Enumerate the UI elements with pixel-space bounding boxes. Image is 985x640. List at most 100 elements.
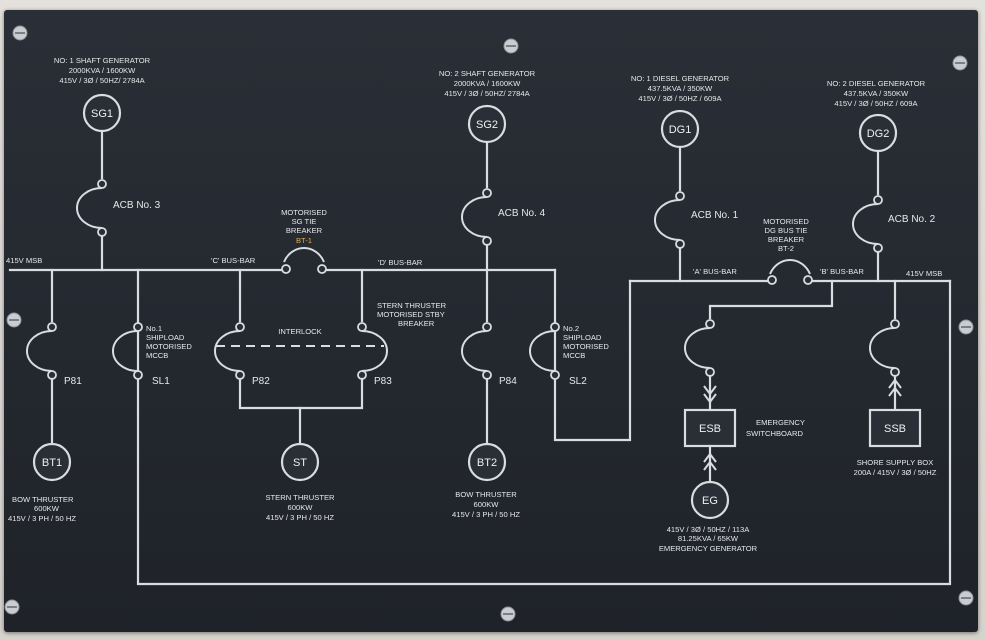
stern-stby-line1: STERN THRUSTER (377, 301, 447, 310)
chevron-down-icon (703, 393, 717, 404)
bt1-motor-symbol (32, 442, 72, 482)
bt2-tie-breaker-symbol (767, 259, 813, 285)
bt2-desc-line3: 415V / 3 PH / 50 HZ (452, 510, 520, 519)
st-motor-symbol (280, 442, 320, 482)
dg1-rating: 437.5KVA / 350KW (648, 84, 713, 93)
bt1-breaker-tag: BT-1 (296, 236, 312, 245)
bt1-desc-line1: BOW THRUSTER (12, 495, 74, 504)
screw-icon (503, 38, 519, 54)
esb-branch (683, 279, 834, 520)
bt2-motor-symbol (467, 442, 507, 482)
stern-thruster-branch (214, 268, 388, 482)
acb-no1-label: ACB No. 1 (691, 210, 739, 221)
dg1-supply: 415V / 3Ø / 50HZ / 609A (638, 94, 722, 103)
bus-bars (8, 268, 952, 586)
dg1-branch (654, 109, 700, 283)
sg1-supply: 415V / 3Ø / 50HZ/ 2784A (59, 76, 145, 85)
p83-label: P83 (374, 376, 392, 387)
sl1-desc-line1: No.1 (146, 324, 162, 333)
sl2-label: SL2 (569, 376, 587, 387)
msb-left-label: 415V MSB (6, 256, 42, 265)
eg-desc-line2: 81.25KVA / 65KW (678, 534, 739, 543)
msb-right-label: 415V MSB (906, 269, 942, 278)
dg1-title: NO: 1 DIESEL GENERATOR (631, 74, 730, 83)
sl1-desc-line4: MCCB (146, 351, 168, 360)
bt2-breaker-tag: BT-2 (778, 244, 794, 253)
bt1-breaker-line3: BREAKER (286, 226, 323, 235)
sl1-desc-line2: SHIPLOAD (146, 333, 185, 342)
esb-desc-line2: SWITCHBOARD (746, 429, 803, 438)
p81-branch (26, 268, 72, 482)
sl2-desc-line3: MOTORISED (563, 342, 609, 351)
bt1-breaker-line2: SG TIE (292, 217, 317, 226)
acb-no3-label: ACB No. 3 (113, 200, 161, 211)
dg2-label: DG2 (867, 128, 890, 140)
bt2-desc-line1: BOW THRUSTER (455, 490, 517, 499)
screw-icon (12, 25, 28, 41)
chevron-up-icon (888, 386, 902, 397)
screw-icon (4, 599, 20, 615)
bus-bar-b-label: 'B' BUS-BAR (820, 267, 864, 276)
screw-icon (952, 55, 968, 71)
sl2-desc-line4: MCCB (563, 351, 585, 360)
bus-bar-c-label: 'C' BUS-BAR (211, 256, 256, 265)
sg2-title: NO: 2 SHAFT GENERATOR (439, 69, 536, 78)
sg2-supply: 415V / 3Ø / 50HZ/ 2784A (444, 89, 530, 98)
d-to-a-connection (553, 268, 632, 442)
sg1-generator-symbol (82, 93, 122, 133)
p81-label: P81 (64, 376, 82, 387)
chevron-up-icon (703, 452, 717, 463)
bt2-label: BT2 (477, 457, 497, 469)
dg2-generator-symbol (858, 113, 898, 153)
dg2-title: NO: 2 DIESEL GENERATOR (827, 79, 926, 88)
sg2-rating: 2000KVA / 1600KW (454, 79, 521, 88)
bt1-tie-breaker-symbol (281, 247, 327, 274)
sl1-breaker-symbol (112, 322, 143, 380)
chevron-down-icon (703, 385, 717, 396)
panel-screws (4, 25, 974, 622)
dg2-branch (852, 113, 898, 283)
sg1-title: NO: 1 SHAFT GENERATOR (54, 56, 151, 65)
sl2-desc-line2: SHIPLOAD (563, 333, 602, 342)
esb-desc-line1: EMERGENCY (756, 418, 805, 427)
screw-icon (958, 319, 974, 335)
ssb-desc-line2: 200A / 415V / 3Ø / 50HZ (854, 468, 937, 477)
sl1-label: SL1 (152, 376, 170, 387)
screw-icon (958, 590, 974, 606)
ssb-desc-line1: SHORE SUPPLY BOX (857, 458, 934, 467)
p84-label: P84 (499, 376, 517, 387)
bt2-breaker-line1: MOTORISED (763, 217, 809, 226)
st-desc-line1: STERN THRUSTER (265, 493, 335, 502)
st-desc-line2: 600KW (288, 503, 314, 512)
sl2-desc-line1: No.2 (563, 324, 579, 333)
acb-no2-label: ACB No. 2 (888, 214, 936, 225)
sl2-breaker-symbol (529, 322, 560, 380)
dg1-generator-symbol (660, 109, 700, 149)
stern-stby-line2: MOTORISED STBY (377, 310, 445, 319)
dg2-supply: 415V / 3Ø / 50HZ / 609A (834, 99, 918, 108)
p84-branch (461, 268, 507, 482)
chevron-up-icon (703, 460, 717, 471)
bus-bar-d-label: 'D' BUS-BAR (378, 258, 423, 267)
eg-label: EG (702, 495, 718, 507)
ssb-branch (868, 279, 922, 448)
sg2-branch (461, 104, 507, 272)
eg-desc-line3: EMERGENCY GENERATOR (659, 544, 758, 553)
bt1-desc-line3: 415V / 3 PH / 50 HZ (8, 514, 76, 523)
ssb-box (868, 408, 922, 448)
bt2-breaker-line3: BREAKER (768, 235, 805, 244)
sg1-label: SG1 (91, 108, 113, 120)
bus-bar-a-label: 'A' BUS-BAR (693, 267, 737, 276)
bt1-desc-line2: 600KW (34, 504, 60, 513)
bt2-desc-line2: 600KW (474, 500, 500, 509)
chevron-up-icon (888, 378, 902, 389)
bt1-breaker-line1: MOTORISED (281, 208, 327, 217)
screw-icon (500, 606, 516, 622)
st-label: ST (293, 457, 307, 469)
p82-label: P82 (252, 376, 270, 387)
stern-stby-line3: BREAKER (398, 319, 435, 328)
eg-generator-symbol (690, 480, 730, 520)
interlock-label: INTERLOCK (278, 327, 321, 336)
sg2-generator-symbol (467, 104, 507, 144)
ring-main-line (136, 268, 952, 586)
